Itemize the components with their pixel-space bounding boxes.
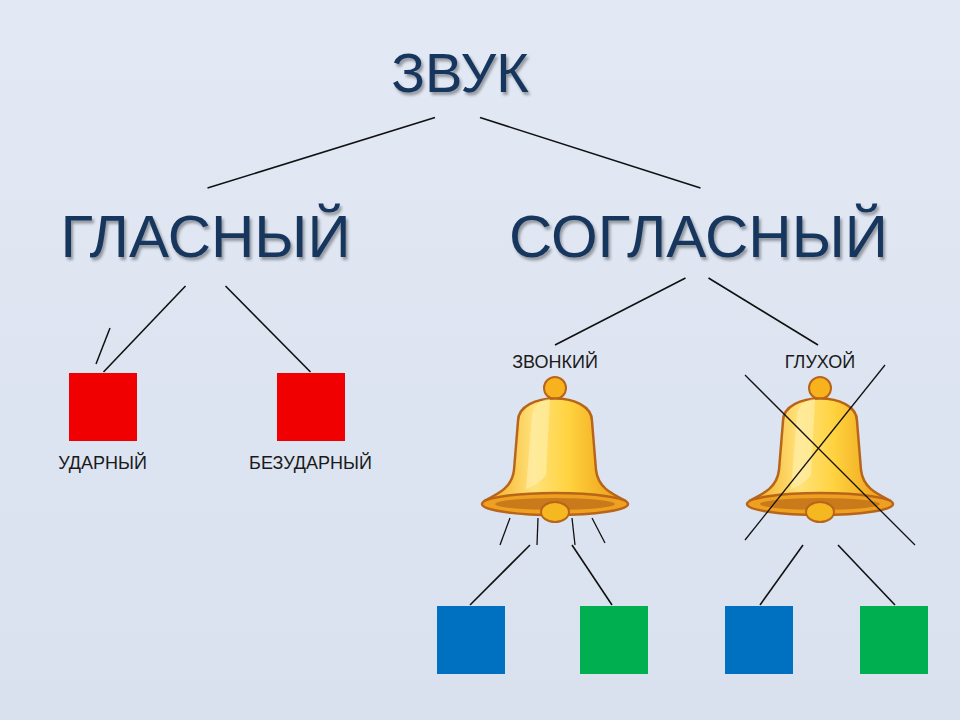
connector-line: [226, 286, 311, 372]
hard-square: [437, 606, 505, 674]
cross-stroke: [745, 365, 885, 540]
connector-line: [470, 545, 530, 605]
square-label: УДАРНЫЙ: [58, 453, 147, 475]
branch-heading: ГЛАСНЫЙ: [50, 200, 361, 274]
connector-line: [709, 278, 819, 345]
color-square: [860, 606, 928, 674]
bell-icon: [478, 350, 632, 535]
sound-stroke: [592, 518, 605, 543]
vowel-square: БЕЗУДАРНЫЙ: [249, 373, 372, 475]
connector-line: [104, 286, 186, 372]
vowel-square: УДАРНЫЙ: [58, 373, 147, 475]
stray-stroke: [96, 328, 110, 364]
connector-line: [838, 545, 895, 605]
square-label: БЕЗУДАРНЫЙ: [249, 453, 372, 475]
connector-line: [572, 545, 612, 605]
color-square: [437, 606, 505, 674]
connector-line: [555, 278, 686, 345]
color-square: [725, 606, 793, 674]
heading-text: ГЛАСНЫЙ: [58, 204, 353, 270]
sound-stroke: [572, 518, 575, 545]
soft-square: [860, 606, 928, 674]
color-square: [277, 373, 345, 441]
branch-heading: СОГЛАСНЫЙ: [499, 200, 898, 274]
hard-square: [725, 606, 793, 674]
heading-text: ЗВУК: [389, 42, 531, 104]
color-square: [580, 606, 648, 674]
bell-node: ЗВОНКИЙ: [478, 350, 632, 535]
connector-line: [760, 545, 803, 605]
color-square: [69, 373, 137, 441]
sound-stroke: [500, 518, 510, 545]
soft-square: [580, 606, 648, 674]
root-heading: ЗВУК: [381, 38, 539, 108]
bell-icon: [743, 350, 897, 535]
bell-node: ГЛУХОЙ: [743, 350, 897, 535]
connector-line: [480, 118, 701, 188]
connector-line: [208, 118, 436, 188]
bell-label: ЗВОНКИЙ: [478, 352, 632, 374]
bell-label: ГЛУХОЙ: [743, 352, 897, 374]
sound-stroke: [537, 518, 538, 545]
heading-text: СОГЛАСНЫЙ: [507, 204, 890, 270]
cross-stroke: [745, 375, 915, 545]
